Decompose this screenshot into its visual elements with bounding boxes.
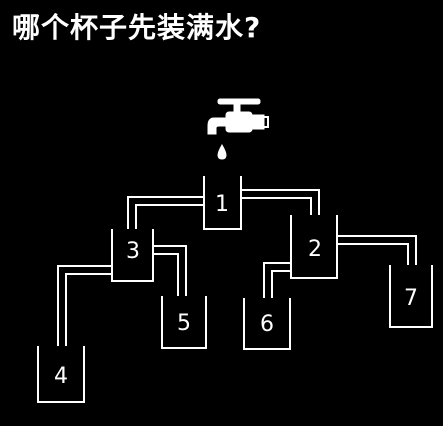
pipe-2-to-6 <box>263 262 291 298</box>
cup-5-label: 5 <box>177 311 191 336</box>
cup-4-container <box>37 346 85 403</box>
cup-6-container <box>243 298 291 350</box>
pipe-3-to-4 <box>57 265 112 346</box>
pipe-1-to-2 <box>241 189 320 215</box>
cup-3-label: 3 <box>126 239 140 264</box>
cup-7-container <box>389 265 433 328</box>
cup-5-container <box>161 296 207 349</box>
cup-2-container <box>290 215 338 279</box>
cup-1-label: 1 <box>215 192 229 217</box>
pipe-3-to-5 <box>153 245 187 296</box>
pipe-1-to-3 <box>127 196 204 229</box>
faucet-icon <box>207 98 269 135</box>
cup-1-container <box>203 176 242 230</box>
cup-7-label: 7 <box>404 286 418 311</box>
cup-6-label: 6 <box>260 312 274 337</box>
cup-3-container <box>111 229 154 282</box>
pipe-2-to-7 <box>337 235 417 265</box>
water-drop-icon <box>217 143 227 160</box>
cup-4-label: 4 <box>54 364 68 389</box>
puzzle-title: 哪个杯子先装满水? <box>12 11 262 44</box>
cup-2-label: 2 <box>308 237 322 262</box>
